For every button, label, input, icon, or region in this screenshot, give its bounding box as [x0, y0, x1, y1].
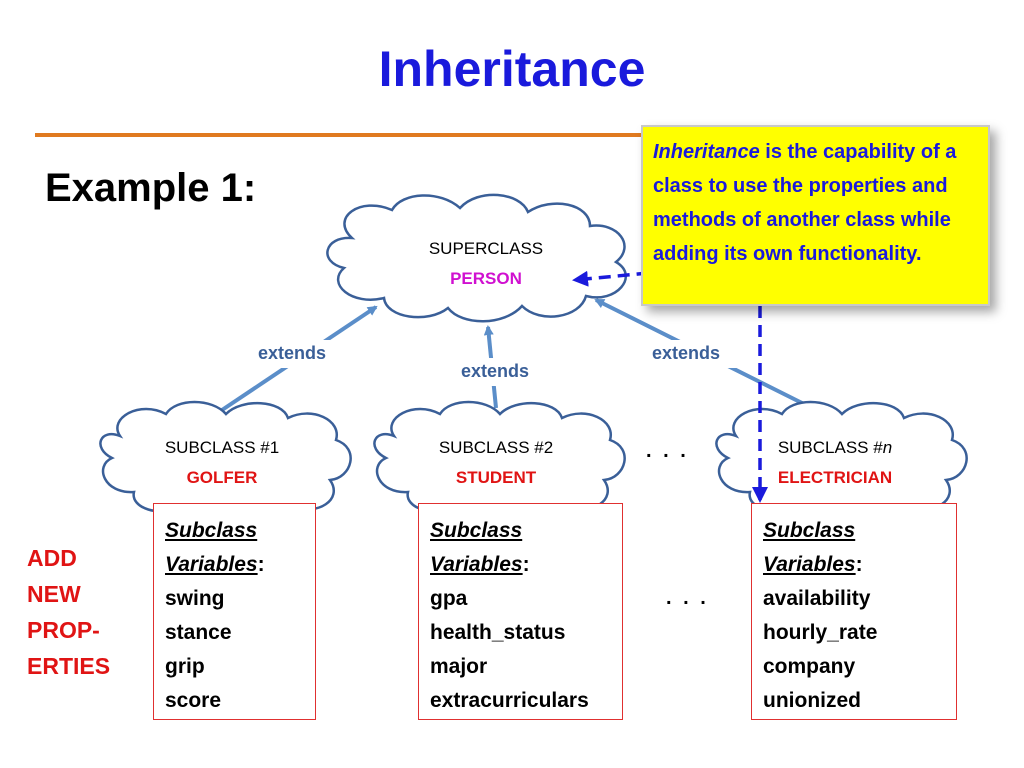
side-label-line: PROP- [27, 617, 100, 643]
title-divider [35, 133, 655, 137]
variable-item: company [763, 655, 856, 678]
subclass-n-index: n [882, 438, 893, 457]
subclass-n-name: ELECTRICIAN [777, 468, 893, 487]
variables-colon: : [257, 553, 265, 576]
variables-heading-2: Variables [165, 553, 258, 576]
variable-item: availability [763, 587, 871, 610]
side-label-line: ADD [27, 545, 77, 571]
extends-label-1: extends [258, 343, 327, 363]
variable-item: score [165, 689, 222, 712]
variable-item: swing [165, 587, 225, 610]
definition-note: Inheritance is the capability of a class… [641, 125, 990, 306]
variables-heading-1: Subclass [763, 519, 856, 542]
subclass-cloud-2 [373, 400, 626, 521]
side-label-line: NEW [27, 581, 81, 607]
ellipsis-bottom: . . . [666, 587, 709, 609]
variable-item: extracurriculars [430, 689, 589, 712]
variable-item: grip [165, 655, 205, 678]
superclass-cloud [326, 193, 628, 323]
side-label-line: ERTIES [27, 653, 111, 679]
subclass-n-label: SUBCLASS #n ELECTRICIAN [735, 433, 935, 493]
variables-colon: : [855, 553, 863, 576]
add-new-properties-label: ADD NEW PROP- ERTIES [27, 540, 110, 684]
subclass-n-variables: Subclass Variables: availability hourly_… [751, 503, 957, 720]
superclass-title: SUPERCLASS [428, 239, 544, 258]
variable-item: unionized [763, 689, 861, 712]
superclass-label: SUPERCLASS PERSON [386, 234, 586, 294]
superclass-name: PERSON [450, 269, 522, 288]
subclass-cloud-1 [99, 400, 352, 521]
variables-heading-1: Subclass [430, 519, 523, 542]
subclass-2-variables: Subclass Variables: gpa health_status ma… [418, 503, 623, 720]
note-text: is the capability of a class to use the … [653, 141, 957, 265]
subclass-2-title: SUBCLASS #2 [438, 438, 554, 457]
note-term: Inheritance [653, 141, 760, 163]
subclass-1-variables: Subclass Variables: swing stance grip sc… [153, 503, 316, 720]
extends-label-2: extends [461, 361, 530, 381]
variable-item: major [430, 655, 488, 678]
variables-heading-2: Variables [430, 553, 523, 576]
variable-item: hourly_rate [763, 621, 878, 644]
extends-label-3: extends [652, 343, 721, 363]
variables-heading-1: Subclass [165, 519, 258, 542]
variable-item: gpa [430, 587, 468, 610]
subclass-2-label: SUBCLASS #2 STUDENT [396, 433, 596, 493]
subclass-cloud-n [715, 400, 968, 521]
subclass-1-title: SUBCLASS #1 [164, 438, 280, 457]
page-title: Inheritance [378, 41, 646, 97]
variable-item: health_status [430, 621, 566, 644]
ellipsis-top: . . . [646, 440, 689, 462]
subclass-1-name: GOLFER [186, 468, 258, 487]
subclass-1-label: SUBCLASS #1 GOLFER [122, 433, 322, 493]
example-heading: Example 1: [45, 166, 257, 210]
subclass-n-title: SUBCLASS #n [777, 438, 893, 457]
variable-item: stance [165, 621, 232, 644]
variables-heading-2: Variables [763, 553, 856, 576]
variables-colon: : [522, 553, 530, 576]
subclass-2-name: STUDENT [455, 468, 537, 487]
